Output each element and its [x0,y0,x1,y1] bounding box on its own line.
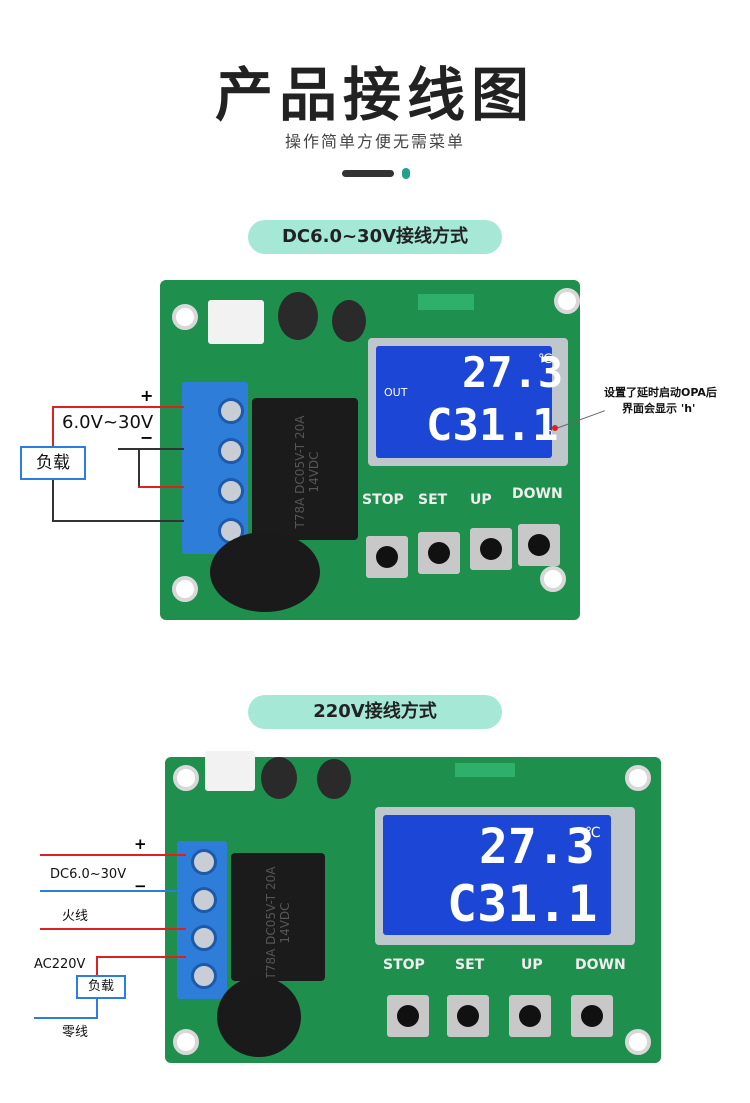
title-underline [342,170,394,177]
minus-sign: − [140,428,154,447]
wire-negative [138,448,140,486]
annotation-dot [552,425,558,431]
terminal-screw [191,887,217,913]
pin-header [418,294,474,310]
buzzer [217,977,301,1057]
wire-dc-positive [40,854,186,856]
btn-label-up: UP [470,492,492,508]
mount-hole [625,1029,651,1055]
relay-text: T78A DC05V-T 20A 14VDC [293,415,321,529]
mount-hole [172,576,198,602]
page-subtitle: 操作简单方便无需菜单 [284,132,465,151]
btn-label-set: SET [455,957,485,973]
mount-hole [173,765,199,791]
live-label: 火线 [62,909,89,924]
btn-label-down: DOWN [512,486,563,502]
stop-button[interactable] [387,995,429,1037]
sensor-connector [208,300,264,344]
section2-pill: 220V接线方式 [248,695,502,729]
section1-pill: DC6.0~30V接线方式 [248,220,502,254]
wire-load [138,486,184,488]
terminal-screw [191,963,217,989]
wire-load-return [52,478,54,522]
mount-hole [172,304,198,330]
wire-live [40,928,186,930]
terminal-screw [218,398,244,424]
btn-label-set: SET [418,492,448,508]
wire-positive [52,406,184,408]
mount-hole [173,1029,199,1055]
buzzer [210,532,320,612]
wire-ac [96,956,98,976]
relay: T78A DC05V-T 20A 14VDC [231,853,325,981]
wire-neutral [96,999,98,1019]
minus-sign: − [134,877,147,895]
lcd-setpoint: C31.1 [426,400,559,451]
lcd-temperature: 27.3 [462,348,564,397]
wire-neutral [34,1017,98,1019]
lcd-screen: 27.3 ℃ C31.1 [383,815,611,935]
neutral-label: 零线 [62,1025,89,1040]
mount-hole [540,566,566,592]
mount-hole [625,765,651,791]
lcd-screen: OUT 27.3 ℃ C31.1 h [376,346,563,458]
sensor-connector [205,751,255,791]
mount-hole [554,288,580,314]
ac-label: AC220V [34,957,86,972]
pcb-board: T78A DC05V-T 20A 14VDC 27.3 ℃ C31.1 STOP… [165,751,661,1063]
wire-load-return [52,520,184,522]
set-button[interactable] [418,532,460,574]
terminal-screw [218,478,244,504]
section1-diagram: T78A DC05V-T 20A 14VDC OUT 27.3 ℃ C31.1 … [0,270,750,630]
pcb-board: T78A DC05V-T 20A 14VDC OUT 27.3 ℃ C31.1 … [160,280,580,620]
btn-label-down: DOWN [575,957,626,973]
lcd-h-indicator: h [546,426,553,439]
voltage-label: 6.0V~30V [62,412,154,433]
wire-negative [118,448,184,450]
terminal-screw [191,849,217,875]
plus-sign: + [134,835,147,853]
btn-label-stop: STOP [383,957,425,973]
lcd-out-indicator: OUT [384,386,408,399]
terminal-block [177,841,227,999]
relay-text: T78A DC05V-T 20A 14VDC [264,866,292,980]
up-button[interactable] [509,995,551,1037]
capacitor [317,759,351,799]
lcd-frame: OUT 27.3 ℃ C31.1 h [368,338,568,466]
relay: T78A DC05V-T 20A 14VDC [252,398,358,540]
section2-diagram: T78A DC05V-T 20A 14VDC 27.3 ℃ C31.1 STOP… [0,745,750,1075]
lcd-unit: ℃ [538,352,553,367]
capacitor [261,757,297,799]
terminal-screw [191,925,217,951]
terminal-block [182,382,248,554]
stop-button[interactable] [366,536,408,578]
annotation-line1: 设置了延时启动OPA后 [604,386,717,399]
wire-ac [96,956,186,958]
set-button[interactable] [447,995,489,1037]
down-button[interactable] [518,524,560,566]
terminal-screw [218,438,244,464]
pin-header [455,763,515,777]
page-title: 产品接线图 [214,61,535,129]
up-button[interactable] [470,528,512,570]
lcd-frame: 27.3 ℃ C31.1 [375,807,635,945]
load-box: 负载 [20,446,86,480]
lcd-temperature: 27.3 [479,819,595,875]
lcd-unit: ℃ [585,825,601,841]
wire-positive [52,406,54,446]
dc-label: DC6.0~30V [50,867,127,882]
capacitor [278,292,318,340]
capacitor [332,300,366,342]
wire-dc-negative [40,890,186,892]
lcd-setpoint: C31.1 [447,875,598,933]
btn-label-stop: STOP [362,492,404,508]
title-underline-accent [402,168,410,179]
plus-sign: + [140,386,154,405]
btn-label-up: UP [521,957,543,973]
load-box: 负载 [76,975,126,999]
down-button[interactable] [571,995,613,1037]
annotation-line2: 界面会显示 'h' [622,402,696,415]
